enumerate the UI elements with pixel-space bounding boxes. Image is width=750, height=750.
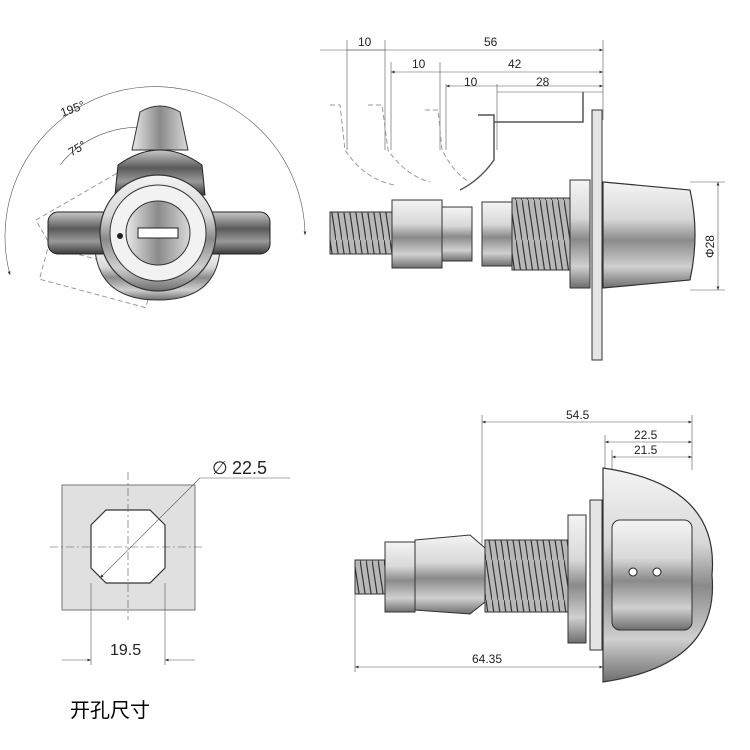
side-view: 10 56 10 42 10 28 Φ28 (320, 35, 725, 361)
washer (569, 179, 591, 289)
body-collar (481, 201, 513, 267)
bottom-cylinder-face (611, 519, 693, 631)
dim-side-42: 42 (508, 57, 522, 71)
nut-1 (391, 199, 443, 269)
key-pin (117, 233, 123, 239)
bottom-nut (384, 541, 416, 613)
angle-195-arc (4, 86, 307, 276)
key-slot (137, 227, 179, 239)
cutout-view: ∅ 22.5 19.5 (50, 458, 290, 665)
dim-bottom-54-5: 54.5 (566, 408, 590, 422)
lock-head (602, 181, 696, 289)
ghost-cam-2 (368, 104, 431, 183)
cutout-hole (90, 509, 166, 584)
ghost-cam-1 (330, 104, 396, 186)
bottom-side-view: 54.5 22.5 21.5 64.35 (354, 408, 714, 683)
dim-bottom-22-5: 22.5 (634, 428, 658, 442)
bottom-key-hole-2 (652, 567, 662, 577)
front-view: 195° 75° (4, 86, 307, 309)
dim-side-56: 56 (484, 35, 498, 49)
dim-side-10-b: 10 (412, 57, 426, 71)
cutout-width: 19.5 (110, 642, 141, 659)
angle-75-label: 75° (66, 138, 89, 159)
threaded-body (511, 197, 581, 271)
threaded-stud (329, 211, 393, 255)
cutout-diameter-value: 22.5 (232, 458, 267, 478)
bottom-threaded-body (484, 539, 576, 613)
dim-bottom-64-35: 64.35 (472, 652, 502, 666)
ghost-cam-3 (425, 109, 471, 183)
mounting-panel (591, 109, 603, 361)
cutout-caption: 开孔尺寸 (70, 698, 150, 722)
angle-195-label: 195° (59, 98, 87, 120)
cam-arm (459, 114, 495, 191)
bottom-panel (589, 499, 603, 651)
dim-side-10-a: 10 (358, 35, 372, 49)
dim-side-phi28: Φ28 (703, 235, 717, 258)
bottom-threaded-stud (354, 559, 386, 595)
bottom-key-hole (628, 567, 638, 577)
nut-2 (441, 206, 473, 262)
dim-side-10-c: 10 (464, 75, 478, 89)
cutout-diameter-symbol: ∅ (212, 458, 228, 478)
dim-bottom-21-5: 21.5 (634, 443, 658, 457)
bottom-collar (414, 534, 486, 615)
cam-bracket (494, 92, 584, 123)
bottom-washer (567, 514, 587, 644)
handle-top-tab (131, 105, 189, 151)
dim-side-28: 28 (536, 75, 550, 89)
